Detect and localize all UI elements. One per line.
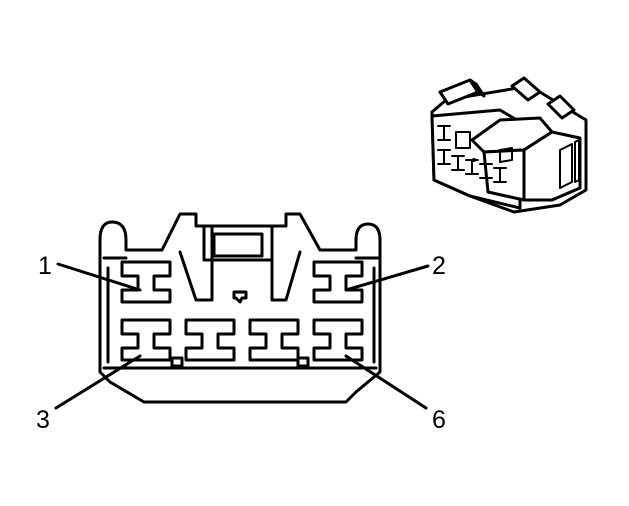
cavity-5 [248,318,300,362]
pin-label-2: 2 [432,252,446,280]
pin-labels: 1 2 3 6 [36,252,446,434]
leader-line-pin-6 [344,354,428,410]
cavity-2 [312,260,364,304]
cavity-1 [120,260,172,304]
pin-label-3: 3 [36,406,50,434]
leader-lines [54,262,430,410]
connector-front-view [98,212,382,404]
leader-line-pin-2 [344,264,430,292]
pin-label-6: 6 [432,406,446,434]
cavity-3 [120,318,172,362]
connector-isometric-view [430,76,588,214]
leader-line-pin-1 [56,262,142,292]
cavity-6 [312,318,364,362]
leader-line-pin-3 [54,354,142,410]
cavity-4 [184,318,236,362]
pin-label-1: 1 [38,252,52,280]
